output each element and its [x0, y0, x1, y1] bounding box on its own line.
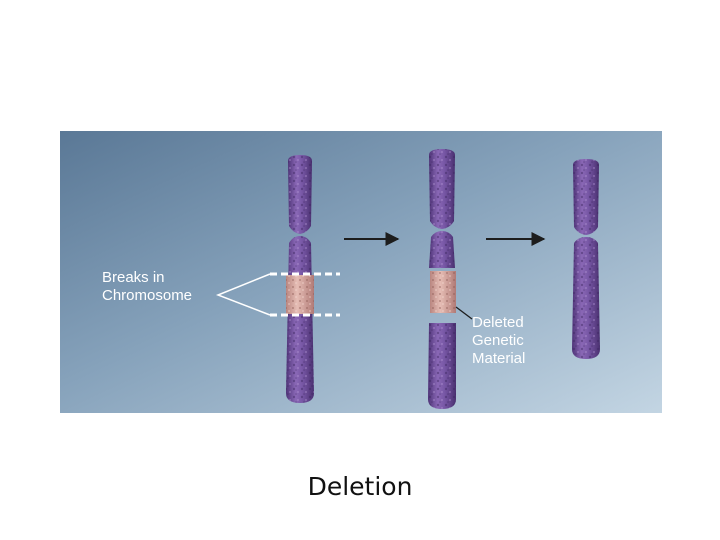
- chromosome-original: [286, 155, 314, 403]
- deleted-pointer: [455, 306, 473, 320]
- breaks-label-line1: Breaks in: [102, 269, 165, 286]
- breaks-label-line2: Chromosome: [102, 287, 192, 304]
- diagram-background: [60, 131, 662, 413]
- slide-caption: Deletion: [307, 472, 413, 501]
- breaks-pointer: [215, 273, 271, 316]
- deleted-label-line1: Deleted: [472, 314, 524, 331]
- deleted-label-line2: Genetic: [472, 332, 524, 349]
- deleted-label-line3: Material: [472, 350, 525, 367]
- chromosome-breaking: [428, 149, 456, 409]
- deletion-diagram: Breaks in Chromosome Deleted Genetic Mat…: [60, 131, 662, 413]
- chromosome-after-deletion: [572, 159, 600, 359]
